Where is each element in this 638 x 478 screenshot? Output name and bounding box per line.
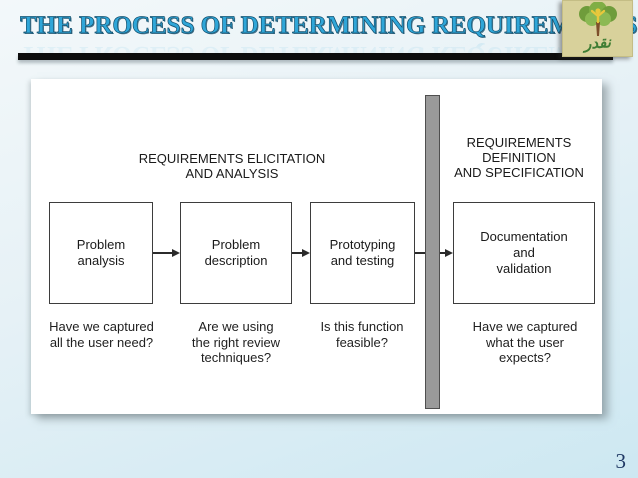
elicitation-phase-header: REQUIREMENTS ELICITATION AND ANALYSIS xyxy=(138,151,326,181)
flow-arrow-1 xyxy=(153,248,180,257)
question-label-4: Have we captured what the user expects? xyxy=(472,319,578,365)
organization-logo: نقدر xyxy=(562,0,633,57)
phase-divider-bar xyxy=(425,95,440,409)
tree-icon xyxy=(578,2,617,36)
diagram-panel: REQUIREMENTS ELICITATION AND ANALYSIS RE… xyxy=(31,79,602,414)
question-label-2: Are we using the right review techniques… xyxy=(191,319,281,365)
slide-title: THE PROCESS OF DETERMINING REQUIREMENTS xyxy=(20,12,638,40)
definition-phase-header: REQUIREMENTS DEFINITION AND SPECIFICATIO… xyxy=(454,135,584,180)
flow-arrow-2 xyxy=(292,248,310,257)
process-box-problem-description: Problem description xyxy=(180,202,292,304)
logo-arabic-text: نقدر xyxy=(583,33,612,53)
page-number: 3 xyxy=(615,449,627,473)
process-box-prototyping-testing: Prototyping and testing xyxy=(310,202,415,304)
title-underline-bar xyxy=(18,53,613,60)
question-label-3: Is this function feasible? xyxy=(320,319,404,350)
question-label-1: Have we captured all the user need? xyxy=(49,319,154,350)
process-box-documentation-validation: Documentation and validation xyxy=(453,202,595,304)
process-box-problem-analysis: Problem analysis xyxy=(49,202,153,304)
